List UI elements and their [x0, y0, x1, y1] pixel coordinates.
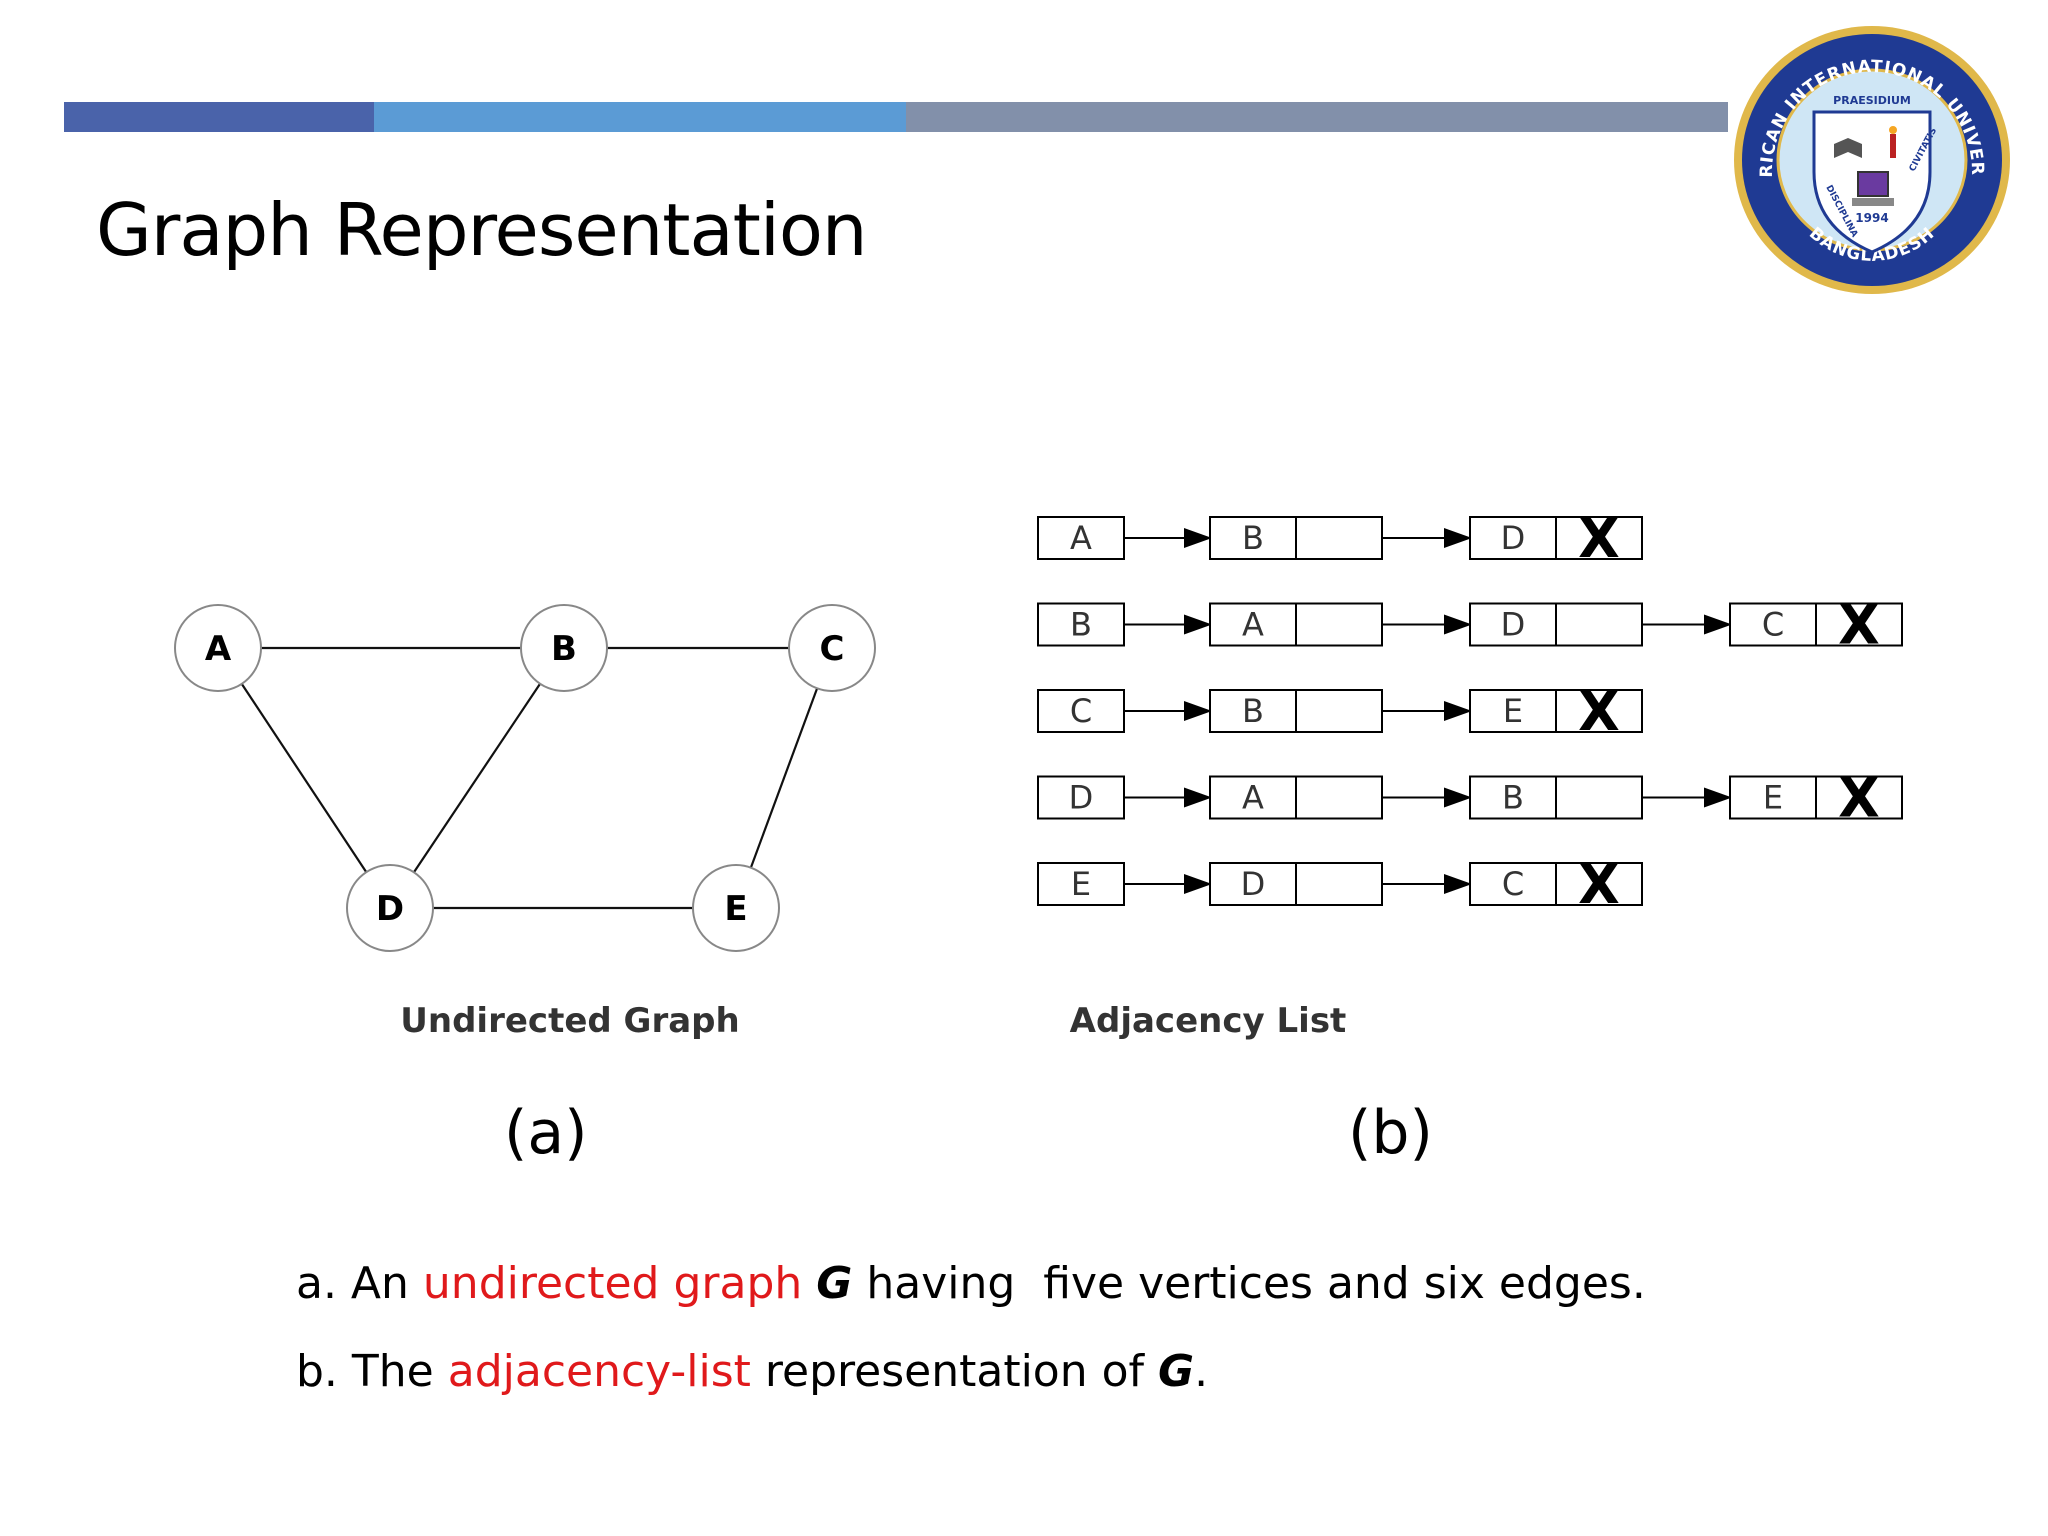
adj-head-box-c [1037, 689, 1125, 733]
adj-node-pointer-box-d-0 [1295, 775, 1383, 820]
slide-title: Graph Representation [96, 188, 868, 272]
adj-node-label-a-0: B [1242, 519, 1264, 557]
svg-text:PRAESIDIUM: PRAESIDIUM [1833, 94, 1911, 107]
graph-node-label-b: B [551, 629, 577, 669]
adj-node-label-d-1: B [1502, 779, 1524, 817]
graph-edge-b-d [413, 683, 541, 873]
adj-node-label-c-1: E [1503, 692, 1523, 730]
adj-null-marker-a: X [1578, 507, 1620, 570]
adj-node-pointer-box-a-1 [1555, 516, 1643, 560]
adj-node-value-box-d-1 [1469, 775, 1557, 820]
graph-node-a [174, 604, 262, 692]
adj-node-label-e-0: D [1241, 865, 1266, 903]
adj-node-pointer-box-e-0 [1295, 862, 1383, 906]
graph-node-b [520, 604, 608, 692]
header-bar-segment-1 [64, 102, 374, 132]
graph-node-d [346, 864, 434, 952]
adj-node-label-c-0: B [1242, 692, 1264, 730]
adj-node-pointer-box-b-1 [1555, 602, 1643, 647]
graph-node-c [788, 604, 876, 692]
adj-head-label-a: A [1070, 519, 1092, 557]
adj-node-label-d-0: A [1242, 779, 1264, 817]
graph-node-label-a: A [205, 629, 232, 669]
desc-a-g: G [816, 1258, 853, 1309]
adj-head-box-a [1037, 516, 1125, 560]
adj-node-label-b-2: C [1762, 606, 1784, 644]
adj-node-pointer-box-e-1 [1555, 862, 1643, 906]
adj-node-pointer-box-b-0 [1295, 602, 1383, 647]
adj-node-value-box-e-0 [1209, 862, 1297, 906]
adj-node-value-box-b-2 [1729, 602, 1817, 647]
adj-node-label-b-0: A [1242, 606, 1264, 644]
adj-node-value-box-b-0 [1209, 602, 1297, 647]
description-line-b: b. The adjacency-list representation of … [296, 1346, 1208, 1397]
graph-node-label-c: C [820, 629, 845, 669]
undirected-graph: A B C D E [174, 604, 876, 952]
adj-head-box-e [1037, 862, 1125, 906]
adj-null-marker-e: X [1578, 853, 1620, 916]
adj-node-value-box-c-0 [1209, 689, 1297, 733]
caption-a: (a) [504, 1098, 588, 1168]
adj-node-value-box-b-1 [1469, 602, 1557, 647]
adj-node-label-d-2: E [1763, 779, 1783, 817]
adj-node-value-box-a-1 [1469, 516, 1557, 560]
adj-null-marker-c: X [1578, 680, 1620, 743]
graph-node-label-d: D [376, 889, 404, 929]
adj-head-label-d: D [1069, 779, 1094, 817]
adj-node-pointer-box-c-1 [1555, 689, 1643, 733]
adjacency-list-label: Adjacency List [1070, 1001, 1347, 1041]
adj-node-label-b-1: D [1501, 606, 1526, 644]
desc-b-highlight: adjacency-list [447, 1346, 751, 1397]
university-seal-logo: AMERICAN INTERNATIONAL UNIVERSITY BANGLA… [1730, 22, 2010, 294]
adj-node-pointer-box-a-0 [1295, 516, 1383, 560]
adj-head-label-c: C [1070, 692, 1092, 730]
adj-node-pointer-box-d-1 [1555, 775, 1643, 820]
adj-head-label-e: E [1071, 865, 1091, 903]
adj-null-marker-d: X [1838, 767, 1880, 830]
caption-b: (b) [1348, 1098, 1433, 1168]
adj-node-label-a-1: D [1501, 519, 1526, 557]
adj-node-pointer-box-c-0 [1295, 689, 1383, 733]
adj-node-pointer-box-b-2 [1815, 602, 1903, 647]
description-line-a: a. An undirected graph G having five ver… [296, 1258, 1646, 1309]
adj-head-box-d [1037, 775, 1125, 820]
adj-node-pointer-box-d-2 [1815, 775, 1903, 820]
adj-node-value-box-c-1 [1469, 689, 1557, 733]
adj-node-value-box-d-2 [1729, 775, 1817, 820]
desc-a-mid [802, 1258, 816, 1309]
desc-a-prefix: a. An [296, 1258, 423, 1309]
undirected-graph-label: Undirected Graph [400, 1001, 739, 1041]
desc-b-suffix: . [1194, 1346, 1209, 1397]
graph-edge-c-e [749, 687, 819, 869]
adj-head-label-b: B [1070, 606, 1092, 644]
adj-node-value-box-d-0 [1209, 775, 1297, 820]
graph-edge-a-d [240, 683, 368, 873]
desc-b-prefix: b. The [296, 1346, 448, 1397]
adj-null-marker-b: X [1838, 594, 1880, 657]
desc-a-highlight: undirected graph [422, 1258, 803, 1309]
svg-text:1994: 1994 [1855, 211, 1888, 225]
adjacency-list: A B D X B A D C X C B E X D A B E X E D C X [1037, 507, 1903, 916]
graph-node-label-e: E [724, 889, 747, 929]
header-bar-segment-3 [906, 102, 1728, 132]
desc-a-suffix: having five vertices and six edges. [852, 1258, 1646, 1309]
graph-node-e [692, 864, 780, 952]
header-bar-segment-2 [374, 102, 906, 132]
adj-node-label-e-1: C [1502, 865, 1524, 903]
desc-b-g: G [1158, 1346, 1195, 1397]
desc-b-mid: representation of [750, 1346, 1158, 1397]
